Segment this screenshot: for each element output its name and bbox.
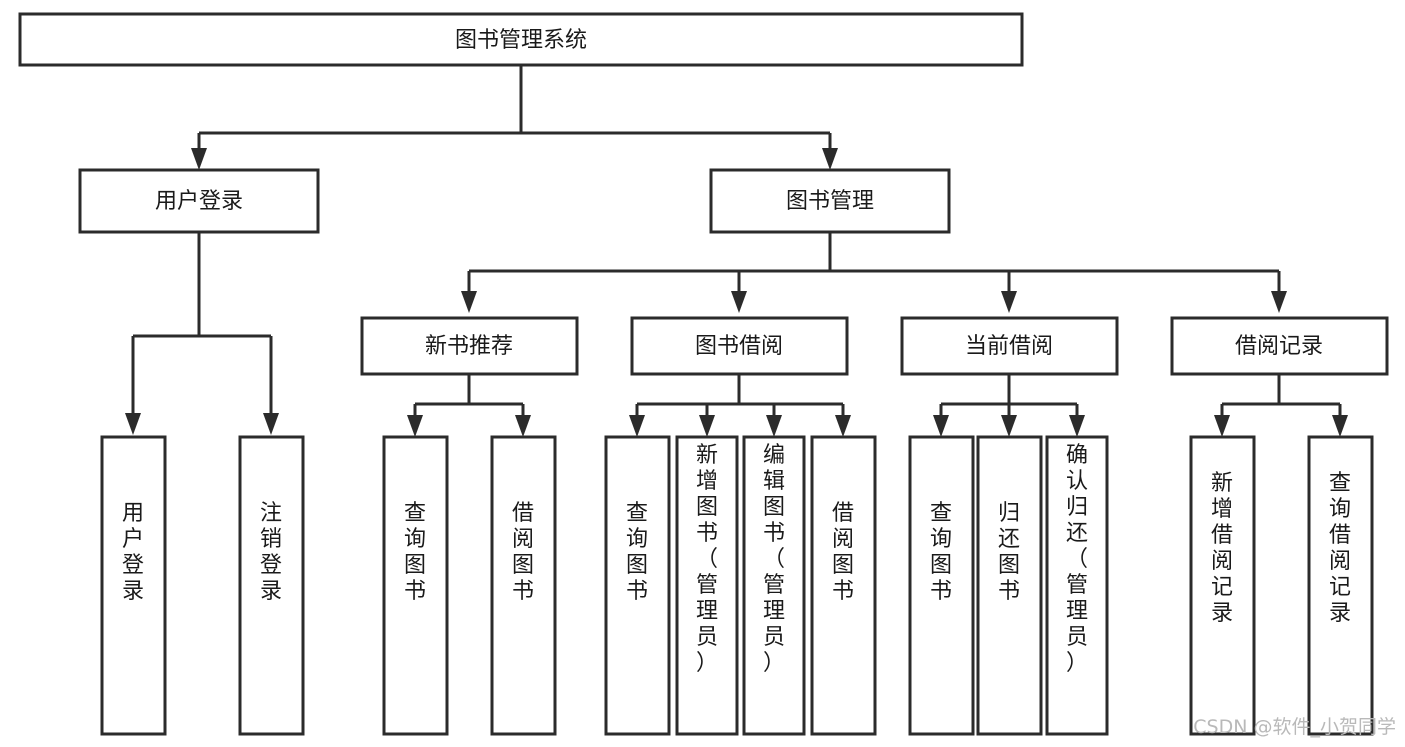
arrow-down-icon (1001, 415, 1017, 437)
arrow-down-icon (835, 415, 851, 437)
node-leaf-user-logout[interactable]: 注销登录 (238, 435, 305, 736)
node-user-login[interactable]: 用户登录 (78, 168, 320, 234)
node-leaf-user-logout-label: 注销登录 (260, 501, 282, 604)
arrow-down-icon (407, 415, 423, 437)
node-borrow-record-label: 借阅记录 (1235, 334, 1323, 359)
watermark-label: CSDN @软件_小贺同学 (1193, 716, 1396, 738)
arrow-down-icon (461, 291, 477, 313)
node-leaf-confirm-return-label: 确认归还（管理员） (1066, 443, 1088, 676)
arrow-down-icon (933, 415, 949, 437)
node-leaf-add-book-label: 新增图书（管理员） (696, 443, 718, 676)
node-leaf-query-book-2[interactable]: 查询图书 (604, 435, 671, 736)
node-book-manage-label: 图书管理 (786, 189, 874, 214)
node-leaf-query-book-3[interactable]: 查询图书 (908, 435, 975, 736)
node-leaf-add-book[interactable]: 新增图书（管理员） (675, 435, 739, 736)
node-leaf-query-record-label: 查询借阅记录 (1329, 471, 1351, 626)
node-leaf-add-record[interactable]: 新增借阅记录 (1189, 435, 1256, 736)
arrow-down-icon (766, 415, 782, 437)
node-leaf-user-login-label: 用户登录 (122, 501, 144, 604)
connector-root-to-level1 (191, 65, 838, 170)
arrow-down-icon (731, 291, 747, 313)
arrow-down-icon (1214, 415, 1230, 437)
node-book-manage[interactable]: 图书管理 (709, 168, 951, 234)
node-leaf-borrow-book-2-label: 借阅图书 (832, 501, 854, 604)
node-leaf-borrow-book-1-label: 借阅图书 (512, 501, 534, 604)
connector-userlogin-to-leaves (125, 232, 279, 435)
node-leaf-query-book-1[interactable]: 查询图书 (382, 435, 449, 736)
arrow-down-icon (1069, 415, 1085, 437)
node-leaf-return-book[interactable]: 归还图书 (976, 435, 1043, 736)
node-current-borrow[interactable]: 当前借阅 (900, 316, 1119, 376)
node-leaf-edit-book[interactable]: 编辑图书（管理员） (742, 435, 806, 736)
node-leaf-add-record-label: 新增借阅记录 (1211, 471, 1233, 626)
arrow-down-icon (699, 415, 715, 437)
arrow-down-icon (515, 415, 531, 437)
node-leaf-query-record[interactable]: 查询借阅记录 (1307, 435, 1374, 736)
node-current-borrow-label: 当前借阅 (965, 334, 1053, 359)
arrow-down-icon (1332, 415, 1348, 437)
node-leaf-query-book-1-label: 查询图书 (404, 501, 426, 604)
arrow-down-icon (263, 413, 279, 435)
node-root[interactable]: 图书管理系统 (18, 12, 1024, 67)
node-leaf-return-book-label: 归还图书 (998, 501, 1020, 604)
arrow-down-icon (1001, 291, 1017, 313)
arrow-down-icon (125, 413, 141, 435)
node-leaf-query-book-2-label: 查询图书 (626, 501, 648, 604)
node-new-book-recommend[interactable]: 新书推荐 (360, 316, 579, 376)
node-book-borrow-label: 图书借阅 (695, 334, 783, 359)
connector-borrowrecord-to-leaves (1214, 374, 1348, 437)
node-new-book-recommend-label: 新书推荐 (425, 334, 513, 359)
node-leaf-borrow-book-1[interactable]: 借阅图书 (490, 435, 557, 736)
node-root-label: 图书管理系统 (455, 28, 587, 53)
node-borrow-record[interactable]: 借阅记录 (1170, 316, 1389, 376)
node-leaf-query-book-3-label: 查询图书 (930, 501, 952, 604)
arrow-down-icon (822, 148, 838, 170)
node-user-login-label: 用户登录 (155, 189, 243, 214)
connector-newbook-to-leaves (407, 374, 531, 437)
node-book-borrow[interactable]: 图书借阅 (630, 316, 849, 376)
node-leaf-borrow-book-2[interactable]: 借阅图书 (810, 435, 877, 736)
arrow-down-icon (629, 415, 645, 437)
connector-bookmanage-to-level2 (461, 232, 1287, 313)
node-leaf-edit-book-label: 编辑图书（管理员） (763, 443, 785, 676)
connector-currentborrow-to-leaves (933, 374, 1085, 437)
node-leaf-user-login[interactable]: 用户登录 (100, 435, 167, 736)
arrow-down-icon (1271, 291, 1287, 313)
connector-bookborrow-to-leaves (629, 374, 851, 437)
arrow-down-icon (191, 148, 207, 170)
node-leaf-confirm-return[interactable]: 确认归还（管理员） (1045, 435, 1109, 736)
